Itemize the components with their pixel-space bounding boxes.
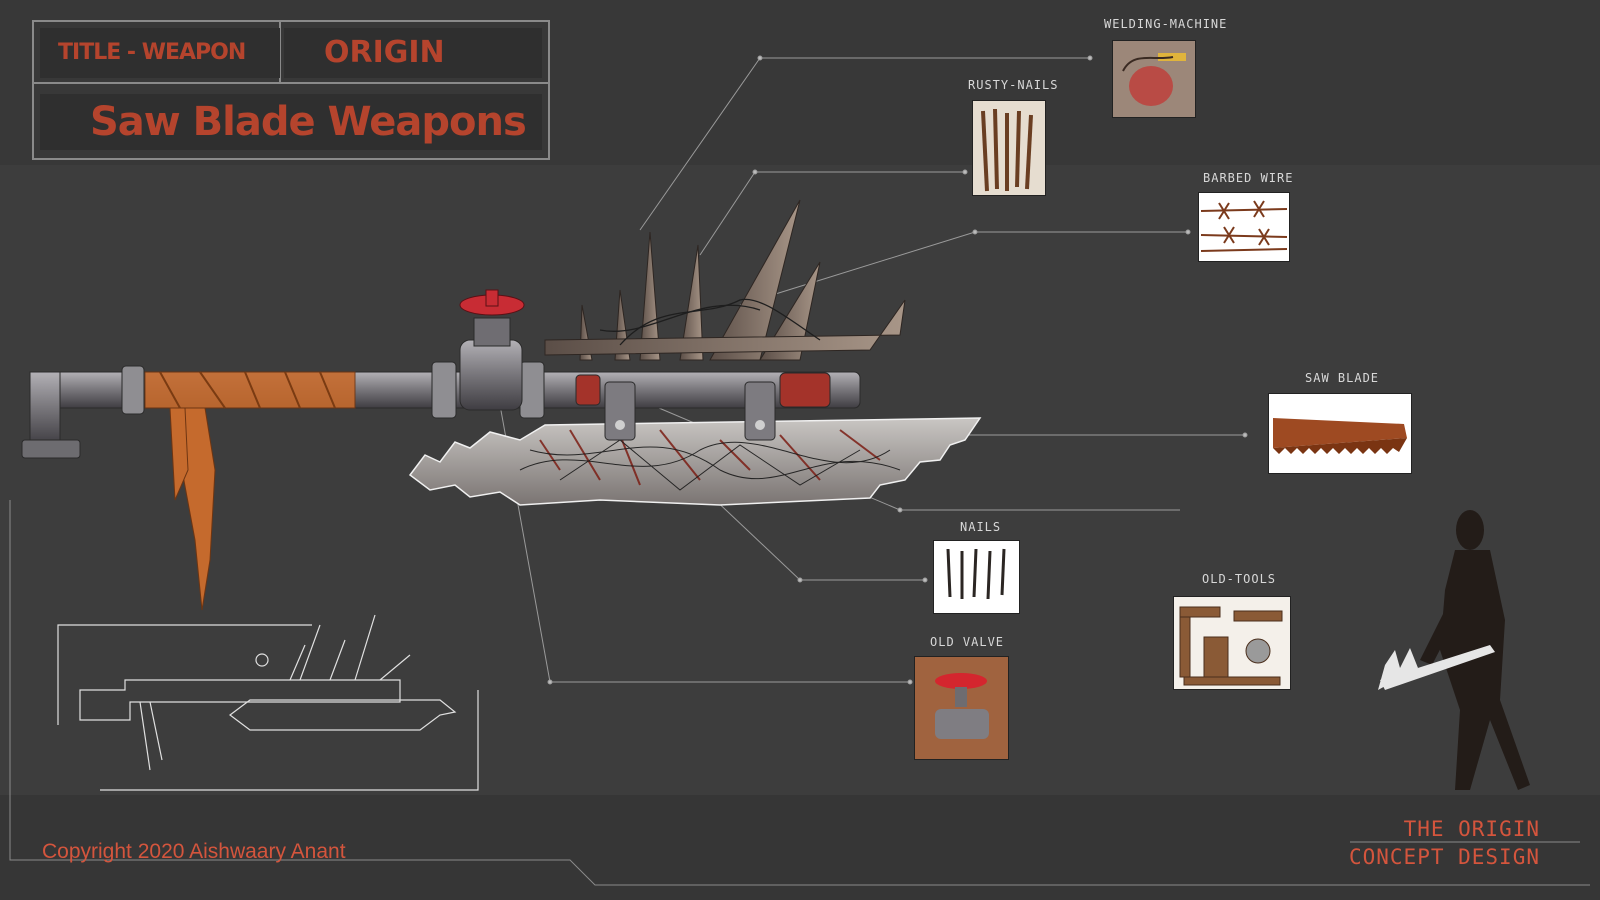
barbed-wire-icon [1198, 192, 1290, 262]
title-weapon-label: TITLE - WEAPON [40, 28, 280, 78]
part-label: OLD VALVE [930, 635, 1005, 649]
studio-signature: THE ORIGIN CONCEPT DESIGN [1349, 815, 1540, 871]
title-divider [279, 22, 281, 82]
barbed-wire-wrap [599, 298, 821, 346]
spikes [544, 199, 906, 361]
cloth-wrap [144, 371, 356, 611]
cloth-wrap-lines [159, 371, 336, 409]
saw-blade [408, 417, 982, 506]
character-silhouette [1420, 510, 1530, 790]
character-weapon [1378, 645, 1495, 690]
rusty-nails-icon [972, 100, 1046, 196]
sketch-drawing [57, 614, 479, 791]
welding-machine-icon [1112, 40, 1196, 118]
studio-line-1: THE ORIGIN [1403, 817, 1540, 841]
copyright-text: Copyright 2020 Aishwaary Anant [42, 840, 346, 863]
part-label: OLD-TOOLS [1202, 572, 1277, 586]
title-block: TITLE - WEAPON ORIGIN Saw Blade Weapons [32, 20, 550, 160]
nails-icon [933, 540, 1020, 614]
old-valve-icon [914, 656, 1009, 760]
saw-blade-icon [1268, 393, 1412, 474]
title-separator [34, 82, 548, 84]
old-tools-icon [1173, 596, 1291, 690]
part-label: WELDING-MACHINE [1104, 17, 1228, 31]
part-label: SAW BLADE [1305, 371, 1380, 385]
valve-wheel [459, 289, 525, 316]
part-label: NAILS [960, 520, 1002, 534]
weapon-name: Saw Blade Weapons [40, 94, 542, 150]
footer-band [0, 795, 1600, 900]
part-label: BARBED WIRE [1203, 171, 1294, 185]
leader-lines [499, 55, 1248, 685]
studio-line-2: CONCEPT DESIGN [1348, 845, 1540, 869]
part-label: RUSTY-NAILS [968, 78, 1059, 92]
frame-lines [9, 500, 1590, 886]
title-origin-label: ORIGIN [284, 28, 542, 78]
